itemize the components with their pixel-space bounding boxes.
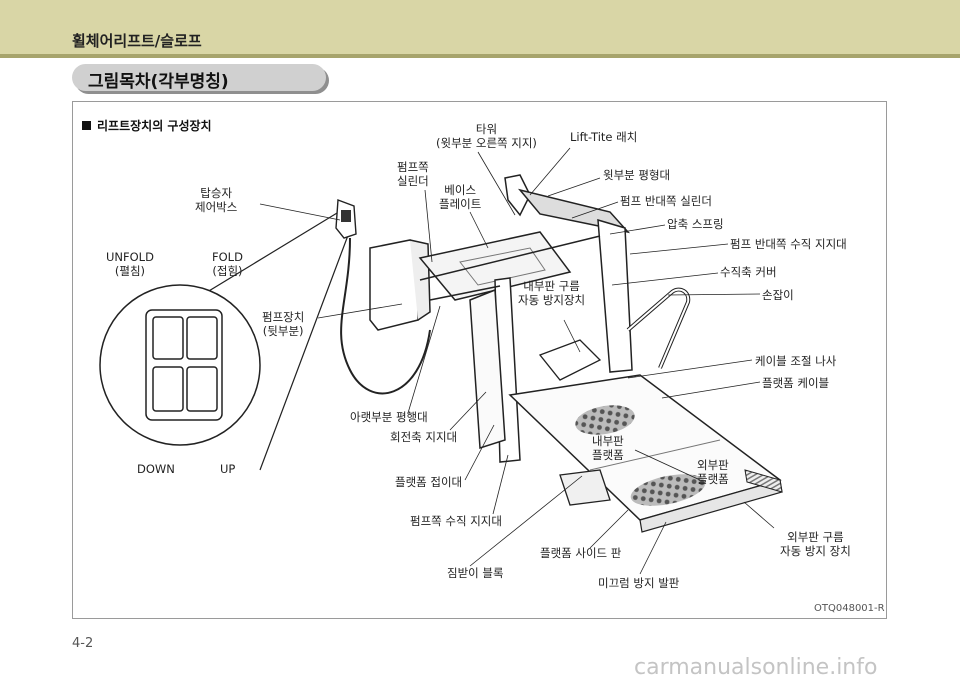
- label-pump-vertical-support: 펌프쪽 수직 지지대: [410, 514, 502, 528]
- label-opposite-cylinder: 펌프 반대쪽 실린더: [620, 194, 712, 208]
- label-upper-parallel: 윗부분 평형대: [603, 168, 671, 182]
- section-title-pill: 그림목차(각부명칭): [72, 64, 326, 92]
- label-load-block: 짐받이 블록: [447, 566, 504, 580]
- watermark: carmanualsonline.info: [634, 655, 878, 680]
- label-platform-cable: 플랫폼 케이블: [762, 376, 830, 390]
- label-vertical-axis-cover: 수직축 커버: [720, 265, 777, 279]
- figure-frame: [72, 101, 887, 619]
- figure-heading: 리프트장치의 구성장치: [82, 117, 212, 134]
- header-divider: [0, 54, 960, 58]
- label-lift-tite-latch: Lift-Tite 래치: [570, 130, 638, 144]
- label-fold: FOLD(접힘): [212, 250, 243, 278]
- label-opposite-vertical-support: 펌프 반대쪽 수직 지지대: [730, 237, 847, 251]
- chapter-title: 휠체어리프트/슬로프: [72, 32, 202, 50]
- label-lower-parallel: 아랫부분 평행대: [350, 410, 428, 424]
- page-number: 4-2: [72, 636, 94, 651]
- hand-remote: [335, 199, 431, 395]
- label-compression-spring: 압축 스프링: [667, 217, 724, 231]
- section-title: 그림목차(각부명칭): [88, 72, 229, 92]
- label-pump-unit: 펌프장치(뒷부분): [262, 310, 305, 338]
- figure-heading-text: 리프트장치의 구성장치: [97, 119, 212, 133]
- label-unfold: UNFOLD(펼침): [106, 250, 154, 278]
- header-bar: [0, 0, 960, 54]
- label-down: DOWN: [137, 462, 175, 476]
- figure-code: OTQ048001-R: [814, 603, 885, 614]
- handrail: [626, 287, 691, 369]
- label-cable-adjust-nut: 케이블 조절 나사: [755, 354, 837, 368]
- label-platform-side-plate: 플랫폼 사이드 판: [540, 546, 622, 560]
- pump-box: [369, 239, 431, 331]
- towers: [419, 174, 633, 463]
- leader-lines: [259, 147, 775, 575]
- platform: [508, 339, 783, 533]
- label-tower: 타워(윗부분 오른쪽 지지): [436, 122, 537, 150]
- label-antislip-step: 미끄럼 방지 발판: [598, 576, 680, 590]
- label-handle: 손잡이: [762, 288, 794, 302]
- base-plate: [418, 231, 572, 301]
- label-platform-fold: 플랫폼 접이대: [395, 475, 463, 489]
- square-bullet-icon: [82, 121, 91, 130]
- label-up: UP: [220, 462, 236, 476]
- label-pivot-support: 회전축 지지대: [390, 430, 458, 444]
- remote-magnifier: [99, 209, 351, 471]
